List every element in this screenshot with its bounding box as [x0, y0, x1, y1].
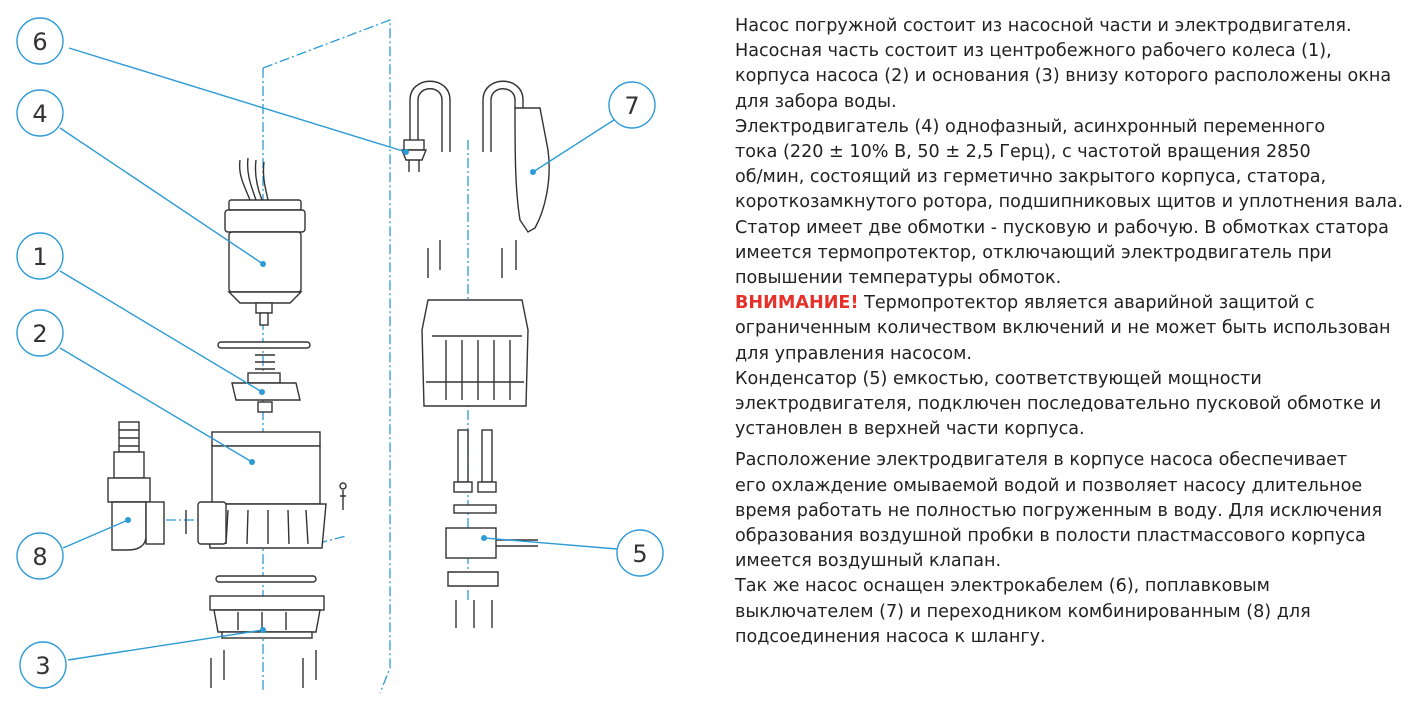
- adapter-part: [107, 421, 187, 551]
- description-line: образования воздушной пробки в полости п…: [735, 526, 1366, 547]
- description-line: электродвигателя, подключен последовател…: [735, 394, 1382, 415]
- svg-text:3: 3: [35, 652, 50, 680]
- warning-label: ВНИМАНИЕ!: [735, 293, 859, 314]
- pump-housing-part: [197, 431, 347, 549]
- svg-text:1: 1: [32, 243, 47, 271]
- description-line: корпуса насоса (2) и основания (3) внизу…: [735, 66, 1392, 87]
- warning-paragraph: ВНИМАНИЕ! Термопротектор является аварий…: [735, 291, 1420, 316]
- description-text: Насос погружной состоит из насосной част…: [735, 14, 1420, 650]
- description-line: Насос погружной состоит из насосной част…: [735, 16, 1352, 36]
- description-line: ограниченным количеством включений и не …: [735, 318, 1391, 339]
- float-switch-part: [482, 80, 550, 233]
- description-line: об/мин, состоящий из герметично закрытог…: [735, 167, 1327, 188]
- description-line: короткозамкнутого ротора, подшипниковых …: [735, 192, 1404, 213]
- callout-2: 2: [16, 309, 64, 357]
- callout-6: 6: [16, 17, 64, 65]
- description-line: подсоединения насоса к шлангу.: [735, 626, 1046, 647]
- description-line: для забора воды.: [735, 91, 897, 112]
- impeller-part: [231, 372, 301, 413]
- description-line: повышении температуры обмоток.: [735, 268, 1062, 289]
- callout-5: 5: [616, 529, 664, 577]
- exploded-view-diagram: .ln { fill:none; stroke:#333; stroke-wid…: [16, 17, 664, 694]
- description-line: Так же насос оснащен электрокабелем (6),…: [735, 576, 1270, 597]
- lower-screws: [455, 600, 493, 628]
- power-cable-part: [400, 80, 451, 172]
- callout-7: 7: [608, 81, 656, 129]
- svg-text:6: 6: [32, 28, 47, 56]
- cover-screws: [427, 240, 517, 278]
- seal-parts: [217, 341, 311, 370]
- svg-text:5: 5: [632, 540, 647, 568]
- description-line: Электродвигатель (4) однофазный, асинхро…: [735, 116, 1326, 137]
- svg-text:2: 2: [32, 320, 47, 348]
- callout-4: 4: [16, 89, 64, 137]
- description-line: тока (220 ± 10% В, 50 ± 2,5 Герц), с час…: [735, 142, 1311, 163]
- description-line: для управления насосом.: [735, 343, 973, 364]
- description-line: время работать не полностью погруженным …: [735, 500, 1383, 521]
- base-screws: [210, 650, 317, 688]
- svg-text:4: 4: [32, 100, 47, 128]
- top-cover-part: [421, 299, 529, 407]
- description-line: Термопротектор является аварийной защито…: [858, 293, 1315, 314]
- svg-text:7: 7: [624, 92, 639, 120]
- description-line: имеется воздушный клапан.: [735, 551, 1002, 572]
- callout-8: 8: [16, 532, 64, 580]
- description-line: выключателем (7) и переходником комбинир…: [735, 601, 1311, 622]
- svg-text:8: 8: [32, 543, 47, 571]
- callout-3: 3: [19, 641, 67, 689]
- description-line: установлен в верхней части корпуса.: [735, 419, 1085, 440]
- description-line: Насосная часть состоит из центробежного …: [735, 41, 1332, 62]
- leader-lines: [59, 47, 618, 661]
- description-line: имеется термопротектор, отключающий элек…: [735, 242, 1332, 263]
- rod-parts: [453, 429, 497, 493]
- description-line: Статор имеет две обмотки - пусковую и ра…: [735, 217, 1389, 238]
- capacitor-part: [445, 504, 538, 587]
- description-line: Расположение электродвигателя в корпусе …: [735, 450, 1348, 471]
- base-part: [209, 575, 325, 639]
- motor-part: [224, 157, 306, 326]
- description-line: Конденсатор (5) емкостью, соответствующе…: [735, 368, 1262, 389]
- callout-1: 1: [16, 232, 64, 280]
- description-line: его охлаждение омываемой водой и позволя…: [735, 475, 1363, 496]
